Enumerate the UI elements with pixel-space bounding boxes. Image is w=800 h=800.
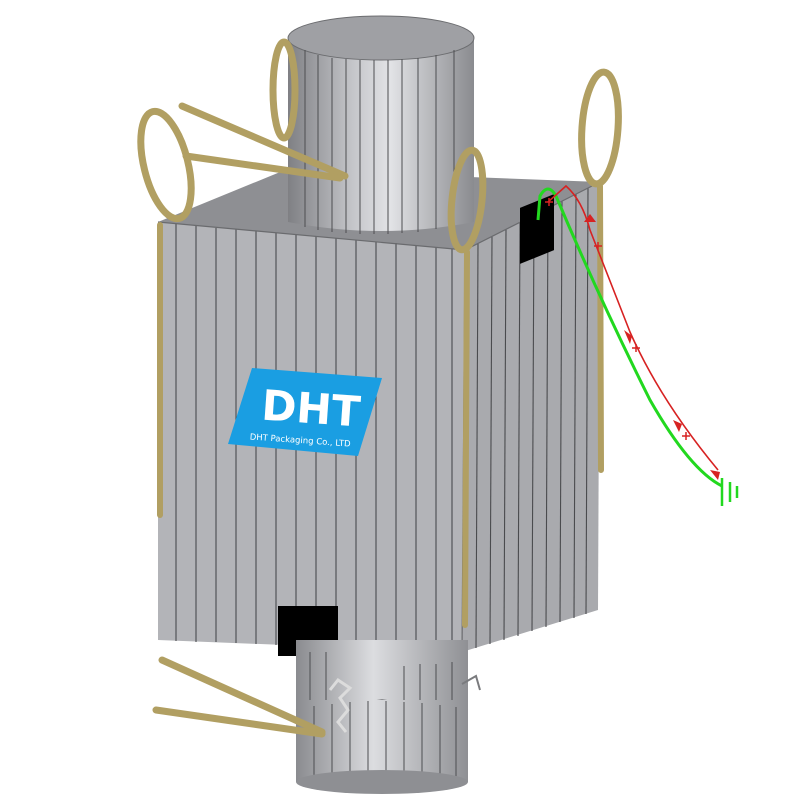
bag-side-face: [462, 182, 600, 652]
flow-arrow-icon: [584, 214, 720, 480]
lifting-loop-back-left: [269, 38, 299, 142]
bottom-discharge-spout: [295, 640, 481, 794]
loop-webbing: [152, 102, 604, 738]
lifting-loop-front-right: [447, 146, 487, 254]
ground-symbol-icon: [720, 478, 739, 506]
label-background: [228, 368, 382, 456]
side-face-pleats: [475, 187, 589, 649]
lifting-loop-front-left: [137, 107, 195, 223]
document-pocket-side: [520, 194, 554, 264]
front-face-pleats: [175, 224, 453, 651]
static-dissipation-diagram: [536, 184, 739, 506]
ground-wire: [536, 187, 723, 488]
plus-charge-icon: [545, 198, 690, 440]
charge-flow-path: [547, 184, 719, 471]
lifting-loop-back-right: [578, 68, 622, 188]
dht-label: DHT DHT Packaging Co., LTD: [228, 368, 382, 456]
spout-tie-cord: [328, 677, 353, 733]
label-brand-text: DHT: [260, 381, 362, 437]
